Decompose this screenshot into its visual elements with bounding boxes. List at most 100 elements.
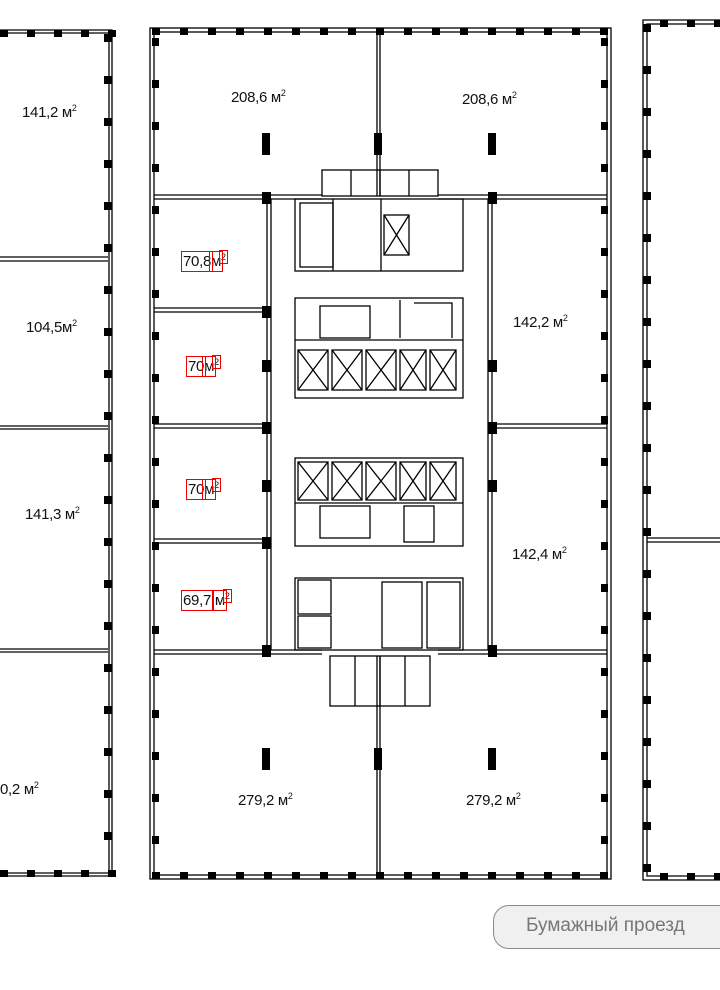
column [104, 832, 112, 840]
room-area-label[interactable]: 104,5м2 [26, 318, 77, 336]
office-area-label[interactable]: 70,8м2 [181, 250, 228, 272]
column [601, 122, 608, 130]
column [152, 458, 159, 466]
column [152, 206, 159, 214]
column [152, 80, 159, 88]
column [643, 864, 651, 872]
column [152, 710, 159, 718]
column [687, 20, 695, 27]
column [262, 360, 271, 372]
column [601, 374, 608, 382]
room-area-label[interactable]: 141,2 м2 [22, 103, 77, 121]
column [643, 318, 651, 326]
column [643, 612, 651, 620]
column [236, 872, 244, 879]
street-name-button[interactable]: Бумажный проезд [493, 905, 720, 949]
column [544, 872, 552, 879]
column [54, 870, 62, 877]
column [264, 872, 272, 879]
column [488, 645, 497, 657]
column [643, 654, 651, 662]
column [643, 192, 651, 200]
column [488, 133, 496, 155]
column [660, 873, 668, 880]
column [643, 738, 651, 746]
column [643, 234, 651, 242]
room-area-label[interactable]: 141,3 м2 [25, 505, 80, 523]
column [601, 164, 608, 172]
column [152, 668, 159, 676]
office-area-label[interactable]: 69,7 м2 [181, 589, 232, 611]
column [488, 748, 496, 770]
column [600, 28, 608, 35]
column [262, 480, 271, 492]
column [601, 668, 608, 676]
column [152, 542, 159, 550]
column [572, 28, 580, 35]
column [643, 66, 651, 74]
left-building [0, 29, 113, 877]
column [643, 24, 651, 32]
column [262, 133, 270, 155]
column [643, 570, 651, 578]
column [714, 873, 720, 880]
column [104, 454, 112, 462]
column [262, 645, 271, 657]
column [374, 748, 382, 770]
column [544, 28, 552, 35]
column [643, 360, 651, 368]
column [104, 370, 112, 378]
column [404, 872, 412, 879]
room-area-label[interactable]: 279,2 м2 [238, 791, 293, 809]
column [262, 422, 271, 434]
column [488, 192, 497, 204]
column [460, 28, 468, 35]
column [152, 794, 159, 802]
column [488, 360, 497, 372]
column [262, 192, 271, 204]
room-area-label[interactable]: 208,6 м2 [462, 90, 517, 108]
column [320, 872, 328, 879]
column [643, 444, 651, 452]
column [643, 402, 651, 410]
column [376, 872, 384, 879]
column [152, 374, 159, 382]
column [601, 836, 608, 844]
column [643, 276, 651, 284]
column [601, 710, 608, 718]
room-area-label[interactable]: 142,2 м2 [513, 313, 568, 331]
column [104, 622, 112, 630]
column [262, 306, 271, 318]
column [152, 872, 160, 879]
column [404, 28, 412, 35]
column [152, 332, 159, 340]
column [27, 30, 35, 37]
column [104, 706, 112, 714]
column [572, 872, 580, 879]
column [601, 206, 608, 214]
column [348, 28, 356, 35]
column [600, 872, 608, 879]
column [152, 584, 159, 592]
column [152, 164, 159, 172]
column [601, 458, 608, 466]
column [601, 416, 608, 424]
column [432, 872, 440, 879]
column [104, 412, 112, 420]
column [643, 150, 651, 158]
column [104, 118, 112, 126]
column [208, 872, 216, 879]
column [601, 584, 608, 592]
column [516, 28, 524, 35]
column [104, 76, 112, 84]
room-area-label[interactable]: 208,6 м2 [231, 88, 286, 106]
right-building [642, 19, 720, 881]
room-area-label[interactable]: 279,2 м2 [466, 791, 521, 809]
room-area-label[interactable]: 0,2 м2 [0, 780, 39, 798]
office-area-label[interactable]: 70м2 [185, 355, 221, 377]
office-area-label[interactable]: 70м2 [185, 478, 221, 500]
column [104, 244, 112, 252]
column [643, 780, 651, 788]
room-area-label[interactable]: 142,4 м2 [512, 545, 567, 563]
